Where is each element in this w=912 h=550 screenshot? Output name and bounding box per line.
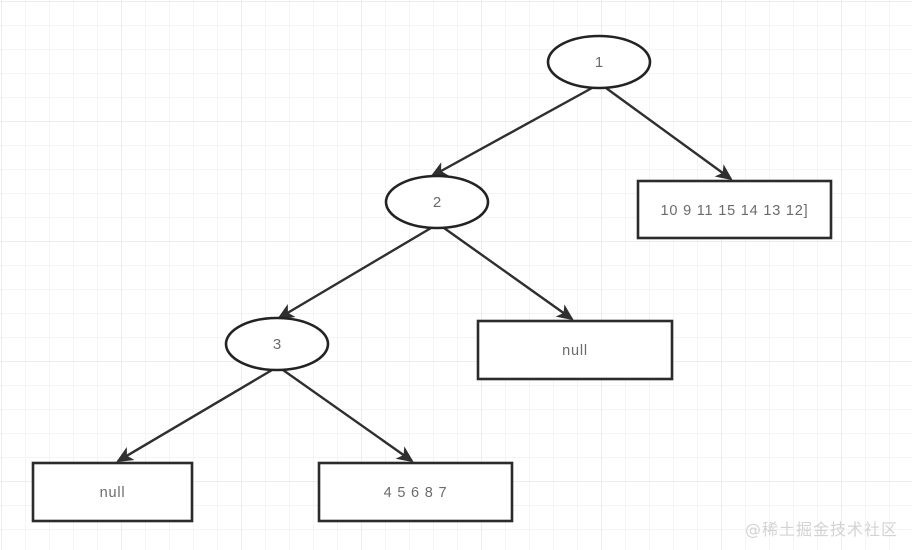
tree-node-2-label: 2 bbox=[433, 194, 441, 211]
edge-node1-to-node2 bbox=[430, 86, 593, 178]
null-box-middle-rect[interactable] bbox=[476, 319, 674, 381]
edge-node2-to-null-box-middle bbox=[443, 227, 574, 321]
null-box-middle-label: null bbox=[562, 343, 588, 359]
nodes-group: 1 2 3 bbox=[224, 34, 652, 372]
array-box-rect[interactable] bbox=[636, 179, 833, 240]
values-box-rect[interactable] bbox=[317, 461, 514, 523]
edge-node3-to-values-box bbox=[282, 369, 414, 463]
values-box-label: 4 5 6 8 7 bbox=[384, 485, 448, 501]
tree-node-1-ellipse[interactable] bbox=[546, 34, 652, 90]
null-box-bottom[interactable]: null bbox=[31, 461, 194, 523]
values-box[interactable]: 4 5 6 8 7 bbox=[317, 461, 514, 523]
tree-node-3[interactable]: 3 bbox=[224, 316, 330, 372]
tree-node-1[interactable]: 1 bbox=[546, 34, 652, 90]
tree-node-2-ellipse[interactable] bbox=[384, 174, 490, 230]
tree-node-3-label: 3 bbox=[273, 336, 281, 353]
boxes-group: 10 9 11 15 14 13 12] null null 4 5 6 8 7 bbox=[31, 179, 833, 523]
array-box[interactable]: 10 9 11 15 14 13 12] bbox=[636, 179, 833, 240]
null-box-bottom-rect[interactable] bbox=[31, 461, 194, 523]
edge-node2-to-node3 bbox=[277, 226, 432, 320]
edge-node1-to-array-box bbox=[605, 87, 733, 181]
tree-node-2[interactable]: 2 bbox=[384, 174, 490, 230]
edge-node3-to-null-box-bottom bbox=[116, 368, 273, 463]
null-box-middle[interactable]: null bbox=[476, 319, 674, 381]
null-box-bottom-label: null bbox=[100, 485, 126, 501]
tree-node-1-label: 1 bbox=[595, 54, 603, 71]
watermark: @稀土掘金技术社区 bbox=[744, 520, 898, 539]
array-box-label: 10 9 11 15 14 13 12] bbox=[661, 203, 809, 219]
edges-group bbox=[116, 86, 733, 463]
tree-node-3-ellipse[interactable] bbox=[224, 316, 330, 372]
